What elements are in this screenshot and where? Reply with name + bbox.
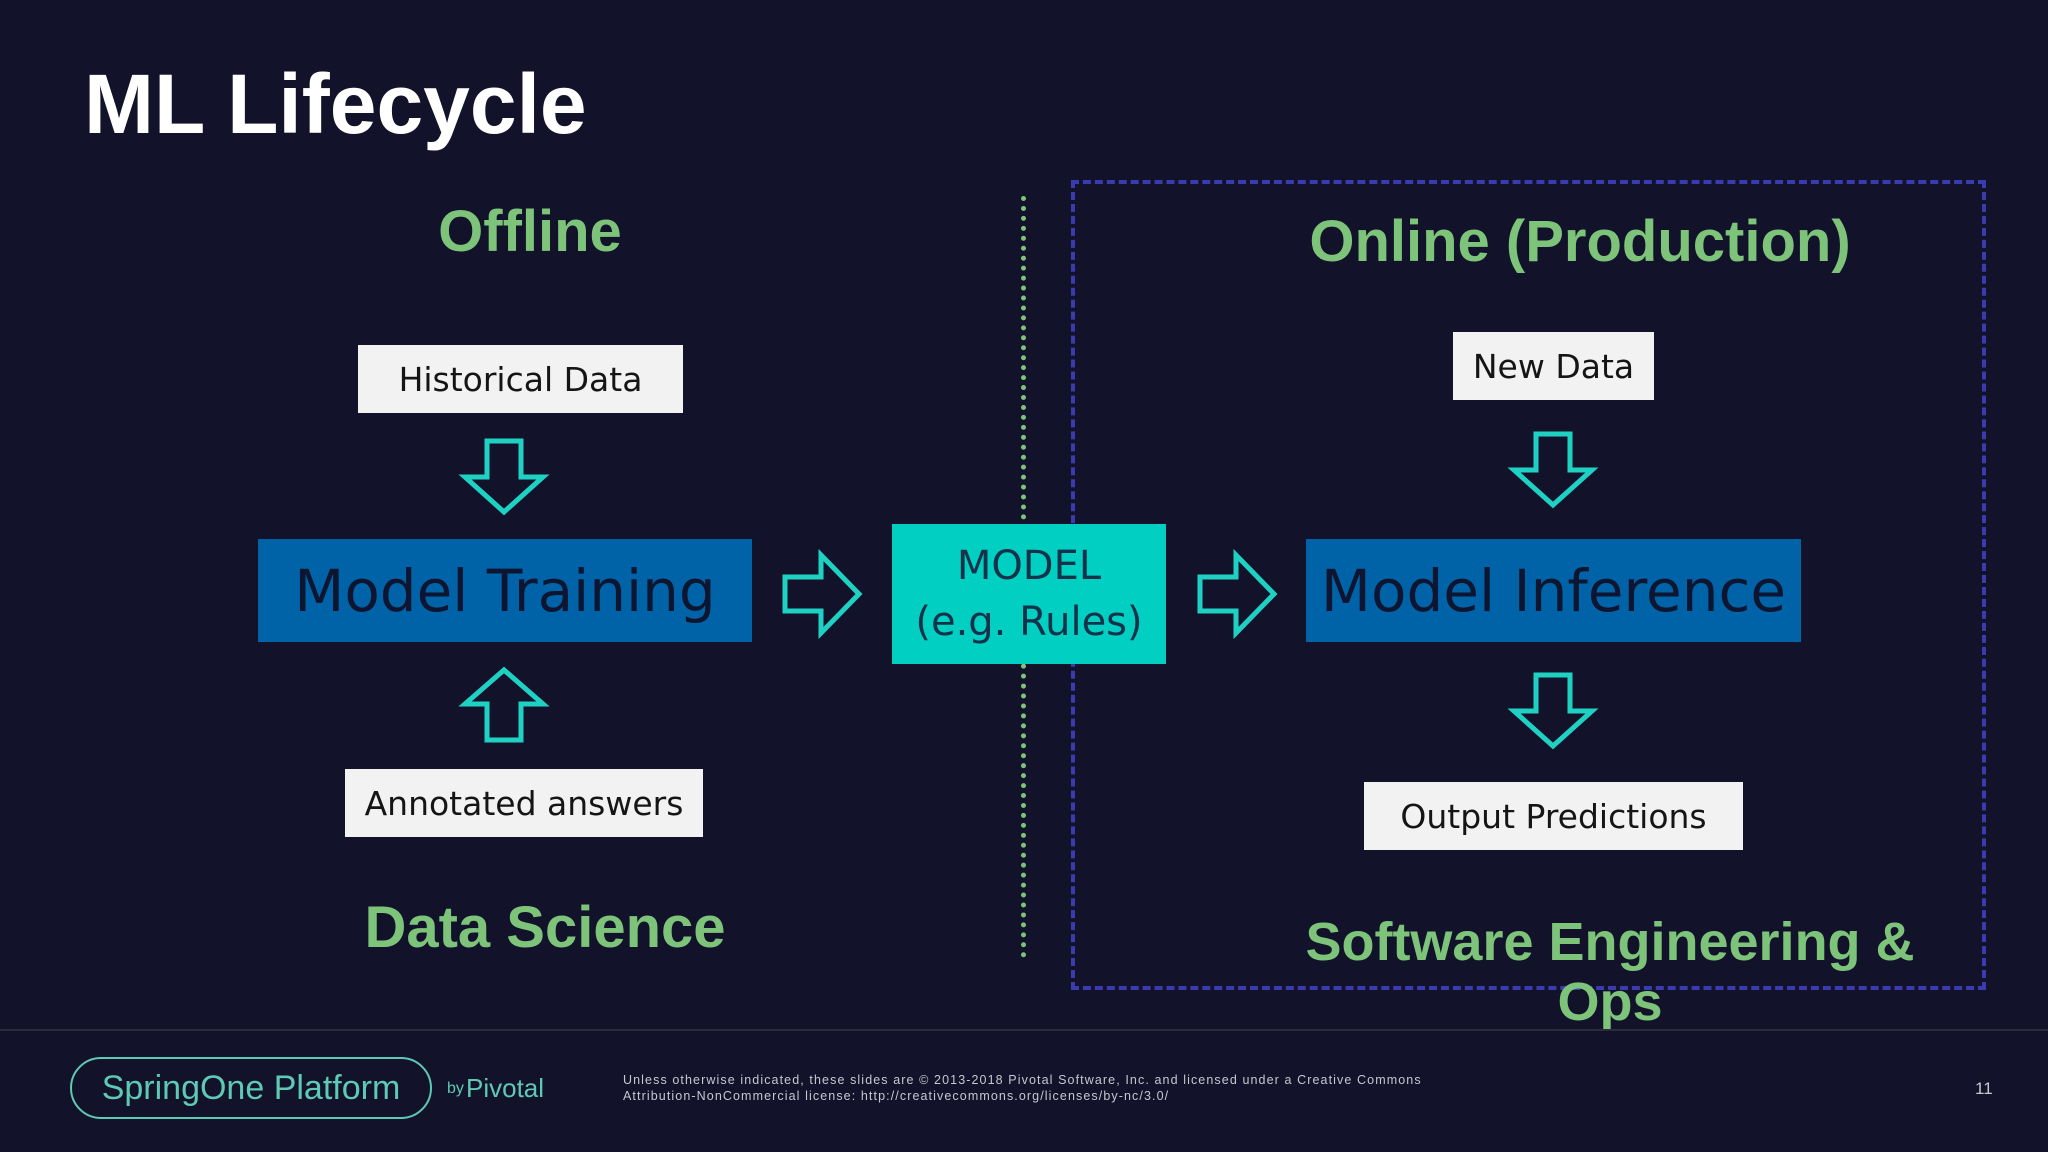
model-box-line1: MODEL [956, 543, 1102, 589]
legal-line1: Unless otherwise indicated, these slides… [623, 1073, 1422, 1087]
up-arrow-icon [458, 666, 550, 743]
software-engineering-heading-line1: Software Engineering & [1305, 912, 1915, 972]
output-predictions-box: Output Predictions [1364, 782, 1743, 850]
software-engineering-heading: Software Engineering & Ops [1270, 912, 1950, 1033]
page-number: 11 [1975, 1079, 1993, 1098]
down-arrow-icon [1507, 672, 1599, 750]
model-inference-box: Model Inference [1306, 539, 1801, 642]
down-arrow-icon [458, 438, 550, 516]
model-box-line2: (e.g. Rules) [915, 599, 1143, 645]
right-arrow-icon [782, 548, 863, 640]
offline-heading: Offline [438, 199, 622, 264]
pivotal-logo: Pivotal [466, 1073, 545, 1103]
springone-logo: SpringOne Platform [70, 1057, 432, 1119]
legal-notice: Unless otherwise indicated, these slides… [623, 1073, 1523, 1104]
annotated-answers-box: Annotated answers [345, 769, 703, 837]
logo-by-text: by [447, 1080, 464, 1097]
footer-divider [0, 1029, 2048, 1031]
new-data-box: New Data [1453, 332, 1654, 400]
slide-title: ML Lifecycle [84, 57, 587, 151]
software-engineering-heading-line2: Ops [1557, 972, 1663, 1033]
legal-line2: Attribution-NonCommercial license: http:… [623, 1088, 1170, 1103]
down-arrow-icon [1507, 431, 1599, 509]
historical-data-box: Historical Data [358, 345, 683, 413]
right-arrow-icon [1197, 548, 1278, 640]
model-training-box: Model Training [258, 539, 752, 642]
model-box: MODEL (e.g. Rules) [892, 524, 1166, 664]
online-heading: Online (Production) [1309, 209, 1851, 274]
data-science-heading: Data Science [364, 895, 726, 960]
